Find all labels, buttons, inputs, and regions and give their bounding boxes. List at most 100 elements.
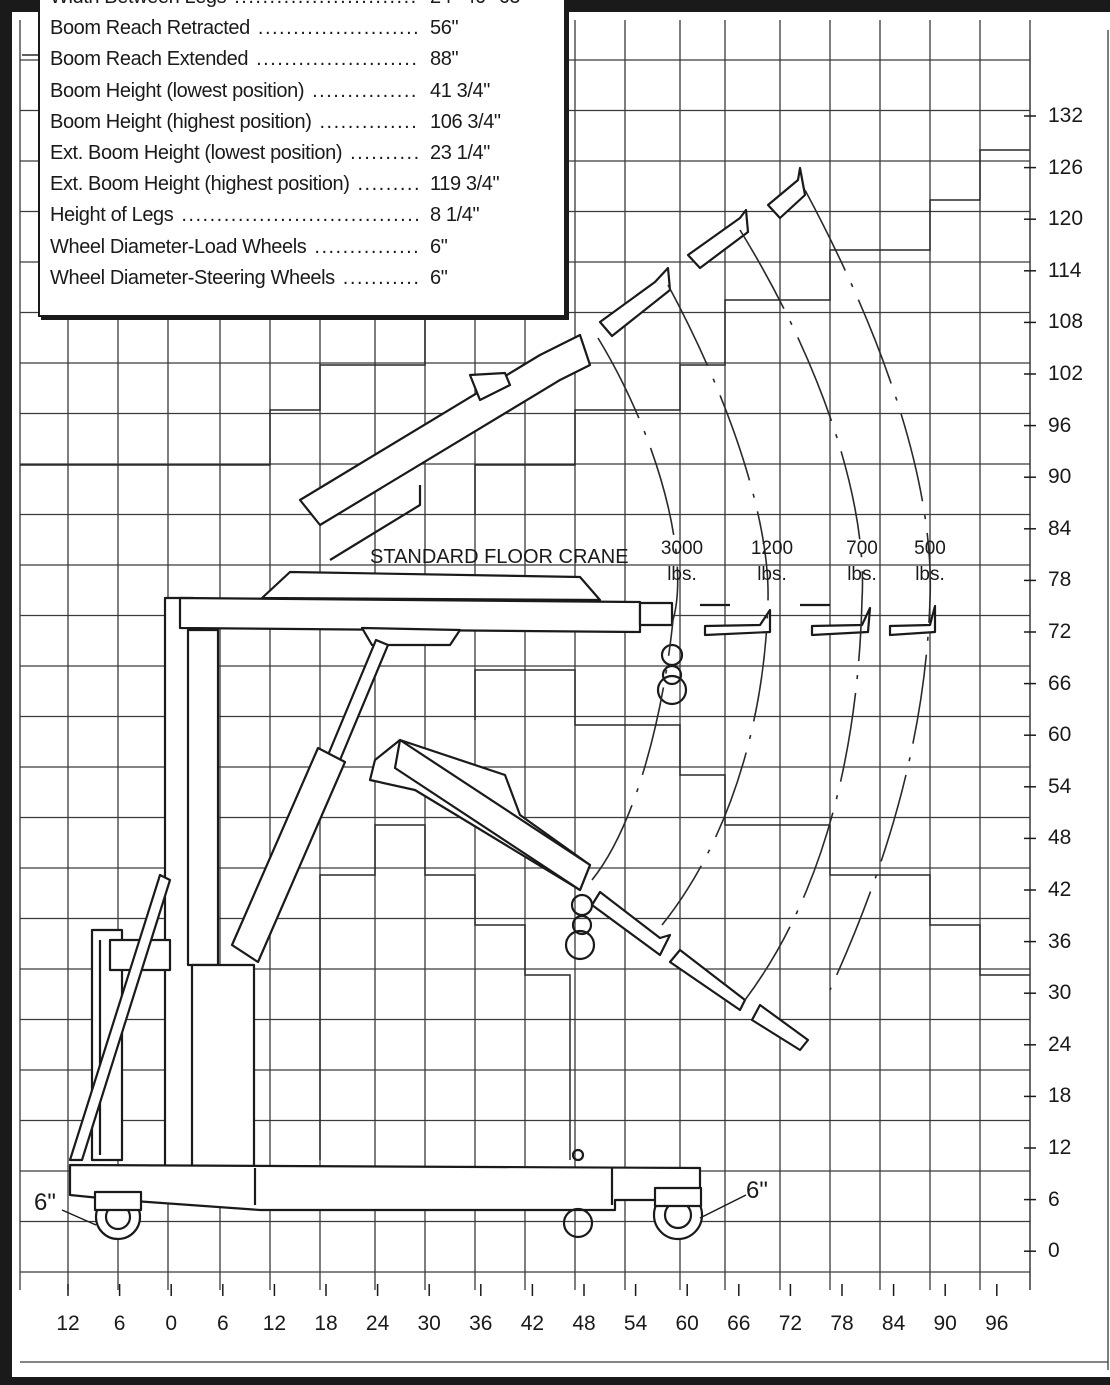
y-tick-label: 114 bbox=[1048, 258, 1082, 282]
reach-arc-700 bbox=[739, 229, 864, 1001]
spec-label: Width Between Legs bbox=[50, 0, 227, 12]
spec-leader-dots: ........................................… bbox=[357, 173, 419, 196]
y-tick-label: 96 bbox=[1048, 413, 1072, 437]
spec-leader-dots: ........................................… bbox=[256, 48, 418, 71]
mast-base-block bbox=[190, 963, 256, 1189]
spec-value: 41 3/4" bbox=[430, 79, 490, 102]
capacity-value: 700 bbox=[846, 538, 878, 559]
spec-label: Boom Height (lowest position) bbox=[50, 79, 305, 102]
boom-lowest-tube bbox=[393, 738, 592, 892]
spec-leader-dots: ........................................… bbox=[319, 110, 418, 133]
y-tick-label: 126 bbox=[1048, 155, 1084, 179]
boom-top-plate bbox=[260, 570, 602, 602]
x-tick-label: 96 bbox=[985, 1312, 1009, 1335]
x-tick-label: 72 bbox=[778, 1312, 803, 1335]
rear-brace bbox=[68, 873, 172, 1162]
y-tick-label: 78 bbox=[1048, 568, 1072, 592]
spec-value: 106 3/4" bbox=[430, 110, 501, 133]
spec-value: 6" bbox=[430, 266, 448, 289]
x-tick-label: 6 bbox=[216, 1312, 229, 1335]
y-tick-label: 6 bbox=[1048, 1187, 1060, 1211]
x-tick-label: 24 bbox=[365, 1312, 390, 1335]
y-tick-label: 132 bbox=[1048, 104, 1084, 127]
x-tick-label: 84 bbox=[881, 1312, 906, 1335]
x-tick-label: 90 bbox=[933, 1312, 957, 1335]
spec-leader-dots: ........................................… bbox=[181, 204, 418, 227]
x-tick-label: 54 bbox=[623, 1312, 648, 1335]
spec-label: Wheel Diameter-Steering Wheels bbox=[50, 266, 335, 289]
y-tick-label: 120 bbox=[1048, 207, 1084, 231]
spec-value: 23 1/4" bbox=[430, 142, 490, 164]
spec-value: 119 3/4" bbox=[430, 173, 500, 196]
zone-outline-upper-left bbox=[20, 300, 426, 466]
spec-label: Height of Legs bbox=[50, 204, 174, 227]
y-tick-label: 66 bbox=[1048, 671, 1072, 695]
spec-label: Boom Reach Retracted bbox=[50, 17, 250, 40]
zone-outline-center-low bbox=[319, 824, 571, 1160]
spec-leader-dots: ........................................… bbox=[342, 266, 418, 289]
x-tick-label: 30 bbox=[417, 1312, 441, 1335]
base-leg bbox=[68, 1163, 702, 1212]
spec-leader-dots: ........................................… bbox=[312, 79, 418, 102]
x-tick-label: 6 bbox=[113, 1312, 126, 1335]
spec-value: 56" bbox=[430, 17, 459, 40]
x-tick-label: 36 bbox=[469, 1312, 493, 1335]
crane-mast-inner bbox=[186, 628, 220, 967]
boom-highest bbox=[298, 333, 592, 527]
frame-left-border bbox=[0, 0, 12, 1385]
frame-bottom-border bbox=[0, 1377, 1110, 1385]
y-tick-label: 84 bbox=[1048, 516, 1072, 540]
spec-label: Ext. Boom Height (lowest position) bbox=[50, 142, 343, 164]
hydraulic-cylinder bbox=[230, 746, 347, 964]
x-tick-label: 60 bbox=[675, 1312, 699, 1335]
y-tick-label: 24 bbox=[1048, 1032, 1072, 1056]
y-tick-label: 54 bbox=[1048, 774, 1072, 798]
x-tick-label: 12 bbox=[262, 1312, 287, 1335]
x-tick-label: 12 bbox=[56, 1312, 80, 1335]
spec-value: 6" bbox=[430, 235, 448, 258]
y-tick-label: 36 bbox=[1048, 929, 1072, 953]
y-tick-label: 0 bbox=[1048, 1239, 1060, 1263]
x-tick-label: 48 bbox=[572, 1312, 596, 1335]
spec-value: 24"-40"-65" bbox=[430, 0, 527, 12]
spec-leader-dots: ........................................… bbox=[350, 142, 418, 164]
spec-leader-dots: ........................................… bbox=[234, 0, 418, 12]
reach-arc-1200 bbox=[661, 284, 769, 926]
wheel-label-right: 6" bbox=[746, 1177, 768, 1204]
y-tick-label: 102 bbox=[1048, 362, 1084, 385]
spec-label: Boom Height (highest position) bbox=[50, 110, 312, 133]
boom-extension bbox=[638, 601, 674, 627]
y-tick-label: 72 bbox=[1048, 620, 1072, 643]
x-tick-label: 0 bbox=[165, 1312, 178, 1335]
spec-leader-dots: ........................................… bbox=[257, 17, 418, 40]
y-tick-label: 90 bbox=[1048, 465, 1072, 489]
wheel-label-left: 6" bbox=[34, 1189, 56, 1216]
spec-value: 8 1/4" bbox=[430, 204, 480, 227]
reach-arc-3000 bbox=[591, 337, 679, 881]
y-tick-label: 60 bbox=[1048, 723, 1072, 747]
spec-label: Ext. Boom Height (highest position) bbox=[50, 173, 350, 196]
y-tick-label: 108 bbox=[1048, 310, 1084, 334]
y-tick-label: 30 bbox=[1048, 981, 1072, 1005]
boom-highest-plate bbox=[468, 371, 512, 402]
capacity-unit: lbs. bbox=[847, 564, 877, 585]
floor-hook bbox=[562, 1207, 594, 1239]
spec-label: Wheel Diameter-Load Wheels bbox=[50, 235, 307, 258]
capacity-value: 3000 bbox=[660, 538, 704, 559]
extension-dashes bbox=[590, 166, 937, 1052]
crane-label: STANDARD FLOOR CRANE bbox=[370, 546, 629, 568]
zone-outline-right-mid bbox=[474, 669, 1030, 976]
capacity-unit: lbs. bbox=[667, 564, 697, 585]
capacity-unit: lbs. bbox=[915, 564, 945, 585]
hook-lower bbox=[564, 893, 596, 961]
zone-outline-right-upper bbox=[474, 149, 1030, 515]
spec-label: Boom Reach Extended bbox=[50, 48, 249, 71]
capacity-value: 500 bbox=[914, 538, 946, 559]
boom-standard bbox=[178, 596, 642, 634]
boom-bracket bbox=[360, 626, 462, 647]
capacity-unit: lbs. bbox=[757, 564, 787, 585]
x-tick-label: 18 bbox=[314, 1312, 338, 1335]
y-tick-label: 48 bbox=[1048, 826, 1072, 850]
